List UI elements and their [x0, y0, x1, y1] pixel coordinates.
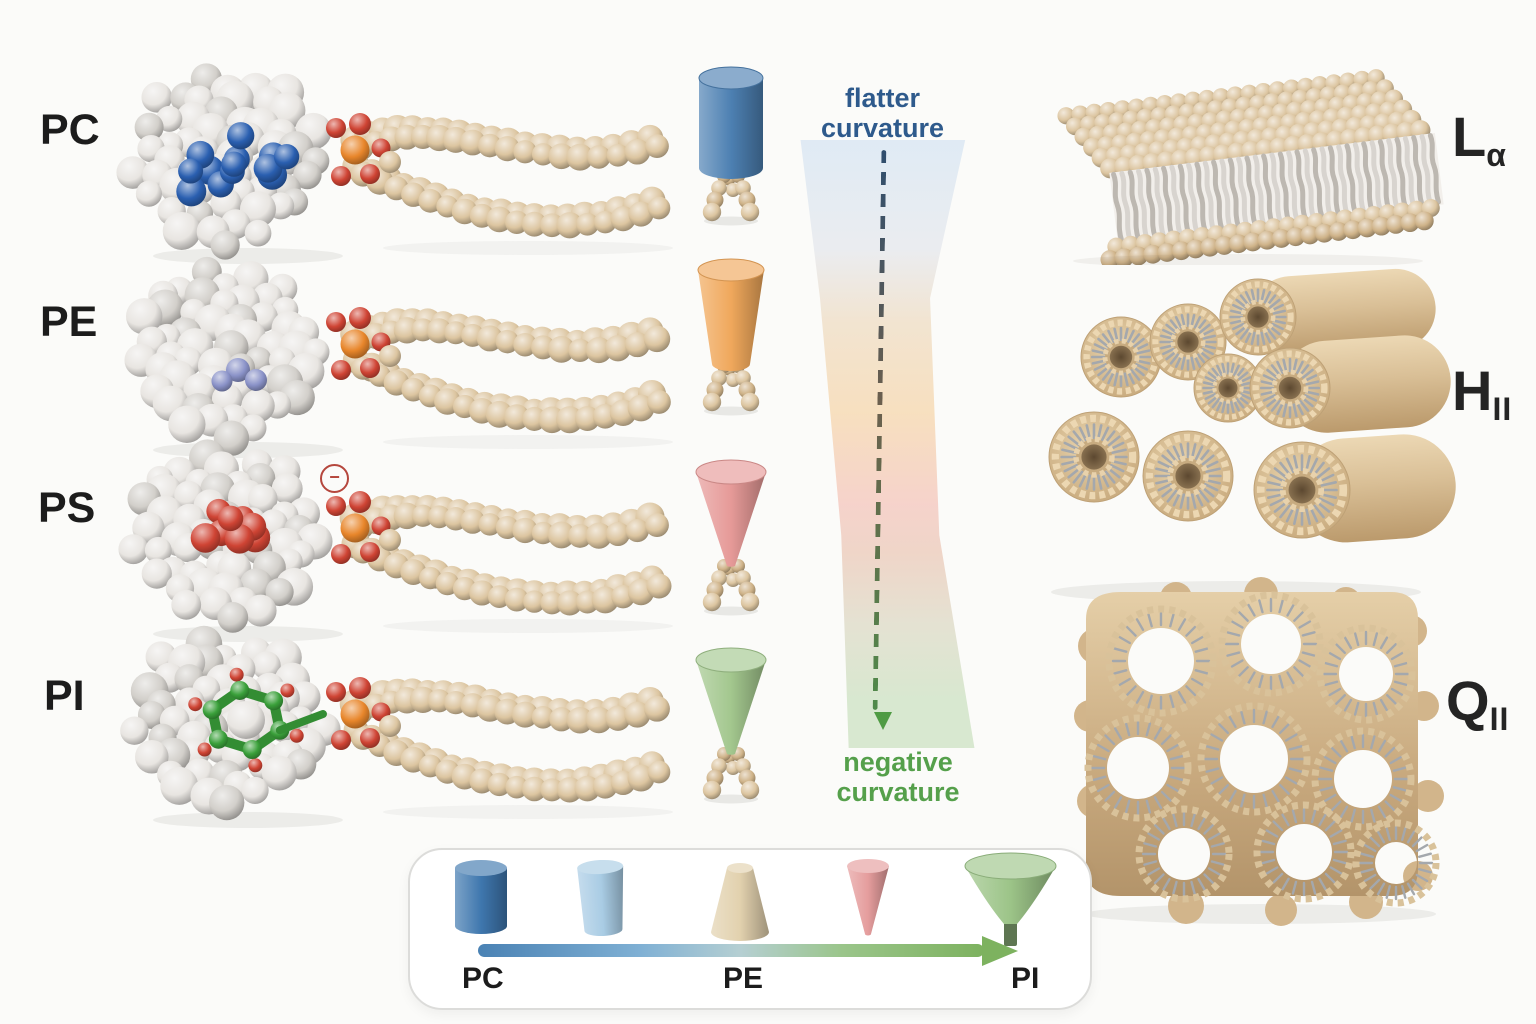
legend-shape-cone — [847, 859, 889, 936]
legend-shape-tapered-cylinder — [577, 859, 624, 937]
negative-charge-badge: − — [320, 464, 349, 493]
shape-pi-cone — [695, 647, 767, 804]
phase-label-hexagonal: HII — [1452, 358, 1512, 427]
curvature-gradient-band — [800, 140, 975, 748]
phase-subscript: II — [1489, 701, 1510, 737]
legend-shape-cylinder — [455, 860, 507, 934]
phase-subscript: II — [1492, 391, 1513, 427]
lamellar-phase-model — [1057, 69, 1444, 265]
curvature-arrowhead-icon — [874, 712, 892, 730]
legend-shape-inverted-cone — [711, 863, 769, 941]
phase-subscript: α — [1486, 137, 1507, 173]
legend-label-pi: PI — [1011, 962, 1040, 995]
legend-arrowhead-icon — [982, 936, 1018, 966]
hexagonal-phase-model — [1048, 268, 1456, 603]
negative-curvature-label: negative curvature — [836, 747, 960, 807]
shape-ps-cone — [695, 459, 767, 616]
molecule-pe-model — [124, 256, 673, 458]
phase-label-cubic: QII — [1446, 668, 1509, 737]
legend-label-pc: PC — [462, 962, 504, 995]
shape-pc-cylinder — [698, 66, 764, 226]
flatter-curvature-label: flatter curvature — [820, 83, 945, 143]
phase-symbol: H — [1452, 359, 1493, 422]
legend-gradient-arrow — [478, 944, 984, 957]
shape-pe-truncated-cone — [697, 258, 765, 416]
molecule-pi-model — [120, 625, 673, 828]
phase-symbol: L — [1452, 105, 1487, 168]
lipid-label-ps: PS — [38, 484, 96, 532]
molecule-ps-model — [118, 439, 673, 642]
phase-symbol: Q — [1446, 669, 1490, 732]
phase-label-lamellar: Lα — [1452, 104, 1507, 173]
cubic-phase-model — [1074, 577, 1444, 926]
molecule-pc-model — [116, 63, 673, 264]
lipid-label-pe: PE — [40, 298, 98, 346]
lipid-label-pi: PI — [44, 672, 85, 720]
lipid-label-pc: PC — [40, 106, 100, 154]
legend-label-pe: PE — [723, 962, 764, 995]
